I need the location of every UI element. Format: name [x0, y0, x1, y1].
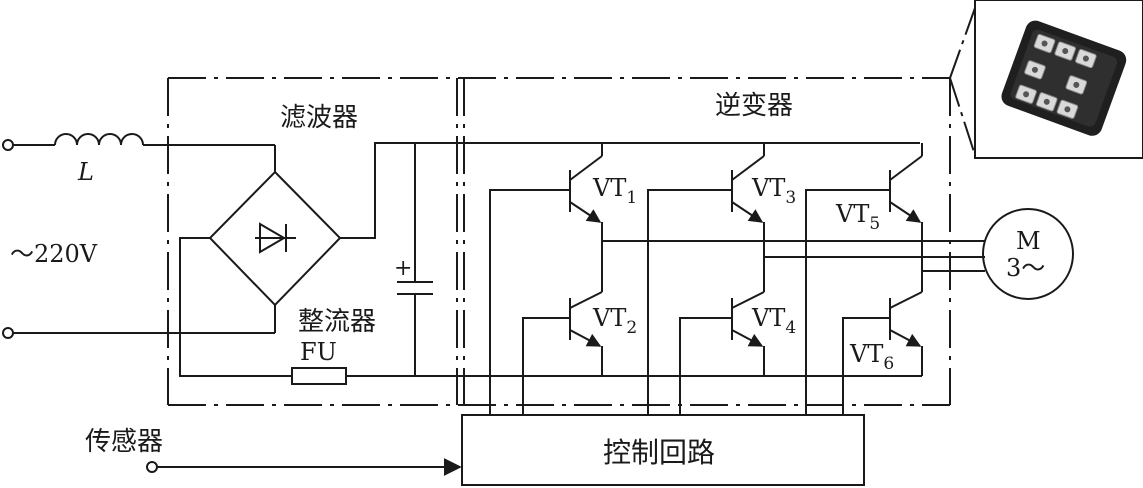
vt2-label: VT2: [592, 304, 637, 338]
inverter-leg-3: [805, 143, 923, 415]
motor-label: M: [1016, 227, 1041, 255]
vt4-label: VT4: [751, 304, 796, 338]
motor: [982, 208, 1074, 300]
inductor-coil: [54, 133, 144, 146]
inverter-label: 逆变器: [715, 91, 793, 121]
inverter-leg-2: [647, 143, 765, 415]
vt3-label: VT3: [751, 174, 796, 208]
inductor-label: L: [77, 158, 94, 186]
vt6-label: VT6: [849, 340, 894, 374]
vt5-label: VT5: [835, 200, 880, 234]
control-circuit-label: 控制回路: [603, 436, 715, 469]
rectifier-label: 整流器: [298, 307, 376, 337]
diode-symbol: [255, 222, 296, 254]
motor-feed-lines: [602, 240, 985, 272]
inverter-leg-1: [489, 143, 603, 415]
section-divider: [456, 78, 465, 405]
motor-phase-label: 3～: [1006, 254, 1045, 282]
capacitor-plus-label: +: [394, 256, 412, 281]
control-circuit-box: [461, 414, 865, 486]
filter-label: 滤波器: [280, 103, 358, 133]
fuse-label: FU: [300, 338, 337, 366]
input-terminal-bottom: [2, 327, 14, 339]
input-terminal-top: [2, 139, 14, 151]
photo-callout: [949, 7, 976, 156]
sensor-label: 传感器: [85, 427, 163, 457]
rectifier-bridge: [208, 170, 342, 307]
supply-label: ～220V: [10, 240, 98, 268]
module-photo: [974, 0, 1143, 159]
sensor-terminal: [146, 461, 158, 473]
capacitor: [397, 143, 433, 376]
vt1-label: VT1: [592, 174, 637, 208]
fuse: [291, 367, 347, 385]
